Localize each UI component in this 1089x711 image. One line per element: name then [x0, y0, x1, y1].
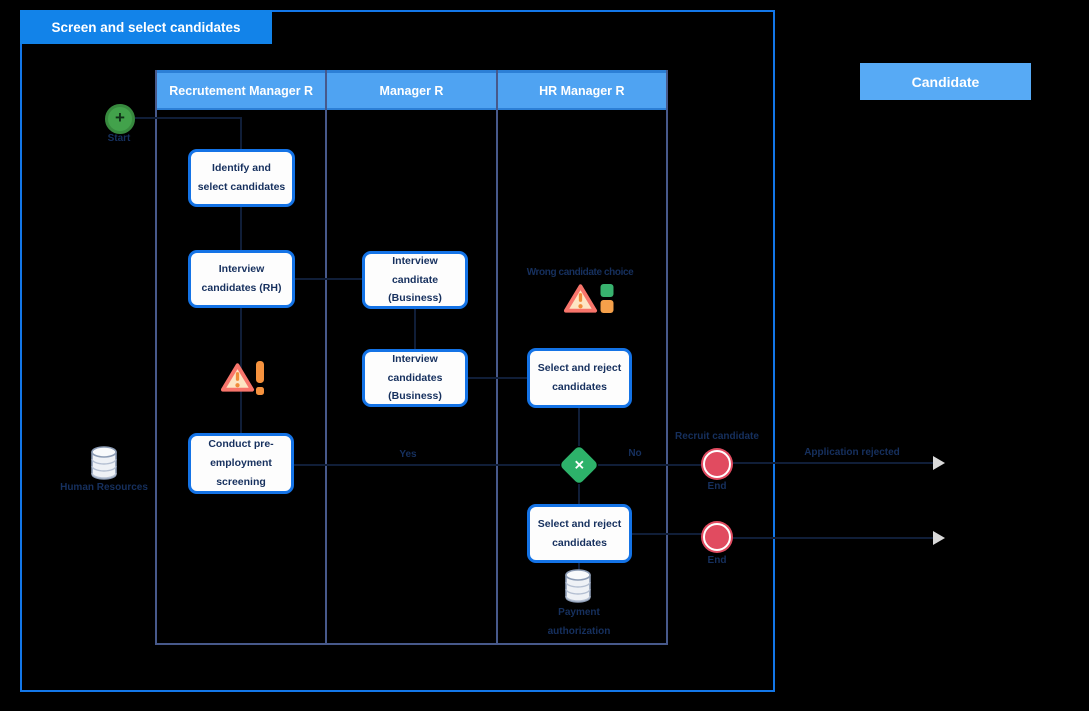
recruit-label: Recruit candidate	[675, 431, 759, 442]
task-label: Select and reject candidates	[537, 362, 622, 393]
task-interview-business-1[interactable]: Interview canditate (Business)	[362, 251, 468, 309]
start-event[interactable]: +	[105, 104, 135, 134]
end-event[interactable]	[703, 450, 731, 478]
lane-header: Manager R	[327, 70, 496, 110]
lane-header: HR Manager R	[497, 70, 666, 110]
lane-manager: Manager R	[327, 70, 498, 643]
connector	[240, 207, 242, 251]
task-select-reject-2[interactable]: Select and reject candidates	[527, 504, 632, 563]
connector	[414, 309, 416, 349]
connector	[294, 464, 560, 466]
lane-header-candidate: Candidate	[860, 63, 1031, 100]
yes-label: Yes	[399, 449, 417, 460]
database-icon[interactable]	[88, 446, 120, 485]
plus-circle-icon: +	[115, 108, 125, 127]
database-icon[interactable]	[562, 569, 594, 608]
end-event[interactable]	[703, 523, 731, 551]
connector	[598, 464, 703, 466]
connector	[133, 117, 241, 119]
connector	[240, 117, 242, 149]
lane-header: Recrutement Manager R	[157, 70, 326, 110]
start-label: Start	[107, 133, 131, 144]
task-label: Interview candidates (Business)	[387, 352, 443, 403]
task-label: Interview canditate (Business)	[388, 254, 442, 305]
task-interview-rh[interactable]: Interview candidates (RH)	[188, 250, 295, 308]
gateway-label: ✕	[573, 457, 585, 472]
wrong-choice-label: Wrong candidate choice	[526, 267, 634, 278]
task-label: Identify and select candidates	[197, 162, 286, 193]
hr-store-label: Human Resources	[60, 482, 148, 493]
connector	[578, 408, 580, 446]
no-label: No	[628, 448, 642, 459]
task-label: Conduct pre-employment screening	[208, 438, 274, 488]
lane-recrutement-manager: Recrutement Manager R	[157, 70, 328, 643]
process-container	[20, 10, 775, 692]
warning-triangle-icon	[220, 361, 255, 399]
end-label: End	[707, 481, 727, 492]
connector	[731, 462, 933, 464]
connector	[295, 278, 362, 280]
application-rejected-label: Application rejected	[804, 447, 900, 458]
swimlane-pool: Recrutement Manager R Manager R HR Manag…	[155, 70, 668, 645]
arrowhead-right-icon	[933, 531, 945, 545]
task-conduct-screening[interactable]: Conduct pre-employment screening	[188, 433, 294, 494]
process-title: Screen and select candidates	[20, 10, 272, 44]
orange-exclamation-icon	[255, 361, 265, 400]
task-identify-candidates[interactable]: Identify and select candidates	[188, 149, 295, 207]
task-select-reject-1[interactable]: Select and reject candidates	[527, 348, 632, 408]
green-orange-stack-icon	[600, 284, 614, 320]
task-label: Interview candidates (RH)	[201, 263, 282, 294]
connector	[578, 563, 580, 571]
task-label: Select and reject candidates	[537, 517, 622, 549]
lane-hr-manager: HR Manager R	[497, 70, 666, 643]
end-label: End	[707, 555, 727, 566]
arrowhead-right-icon	[933, 456, 945, 470]
connector	[468, 377, 527, 379]
connector	[632, 533, 703, 535]
warning-triangle-icon	[563, 282, 598, 320]
connector	[731, 537, 933, 539]
payment-store-label: Payment authorization	[547, 607, 611, 637]
task-interview-business-2[interactable]: Interview candidates (Business)	[362, 349, 468, 407]
connector	[578, 484, 580, 505]
